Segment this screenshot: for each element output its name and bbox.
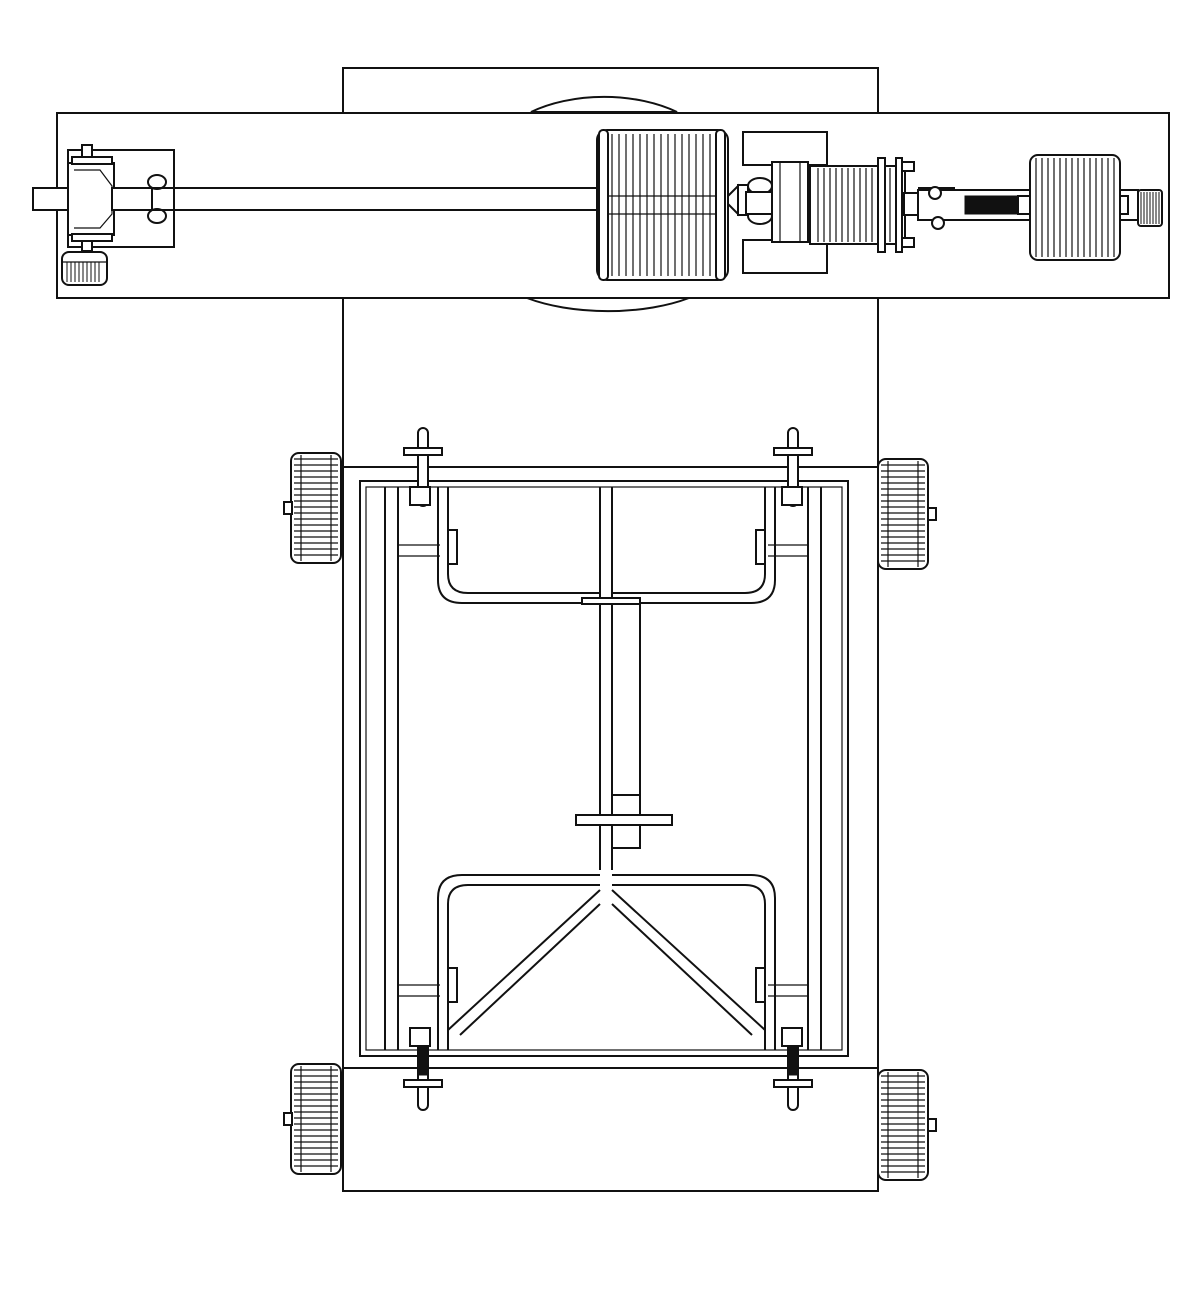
wheel-rear-right <box>877 1069 937 1181</box>
chassis-plate <box>342 67 879 1192</box>
gear-head <box>67 144 167 252</box>
knurled-knob <box>61 251 108 286</box>
rear-cradle <box>437 874 776 1050</box>
wheel-rear-left <box>283 1063 342 1175</box>
end-roller <box>1029 154 1121 261</box>
end-sprocket <box>1137 189 1163 227</box>
central-spine <box>575 487 673 870</box>
inner-frame <box>359 480 849 1057</box>
adjusting-bolt-rear-right <box>773 1027 813 1111</box>
turntable-disc-top <box>530 95 678 113</box>
adjusting-bolt-rear-left <box>403 1027 443 1111</box>
motor-body <box>809 157 921 253</box>
front-cradle <box>437 487 776 604</box>
motor-mount-block-top <box>742 131 828 166</box>
drum-roller <box>596 129 729 281</box>
wheel-front-left <box>283 452 342 564</box>
turntable-disc-bottom <box>526 297 690 313</box>
arm-shaft <box>152 187 600 211</box>
motor-mount-block-bottom <box>742 239 828 274</box>
motor-coupling <box>727 161 812 243</box>
wheel-front-right <box>877 458 937 570</box>
adjusting-bolt-front-right <box>773 427 813 507</box>
adjusting-bolt-front-left <box>403 427 443 507</box>
